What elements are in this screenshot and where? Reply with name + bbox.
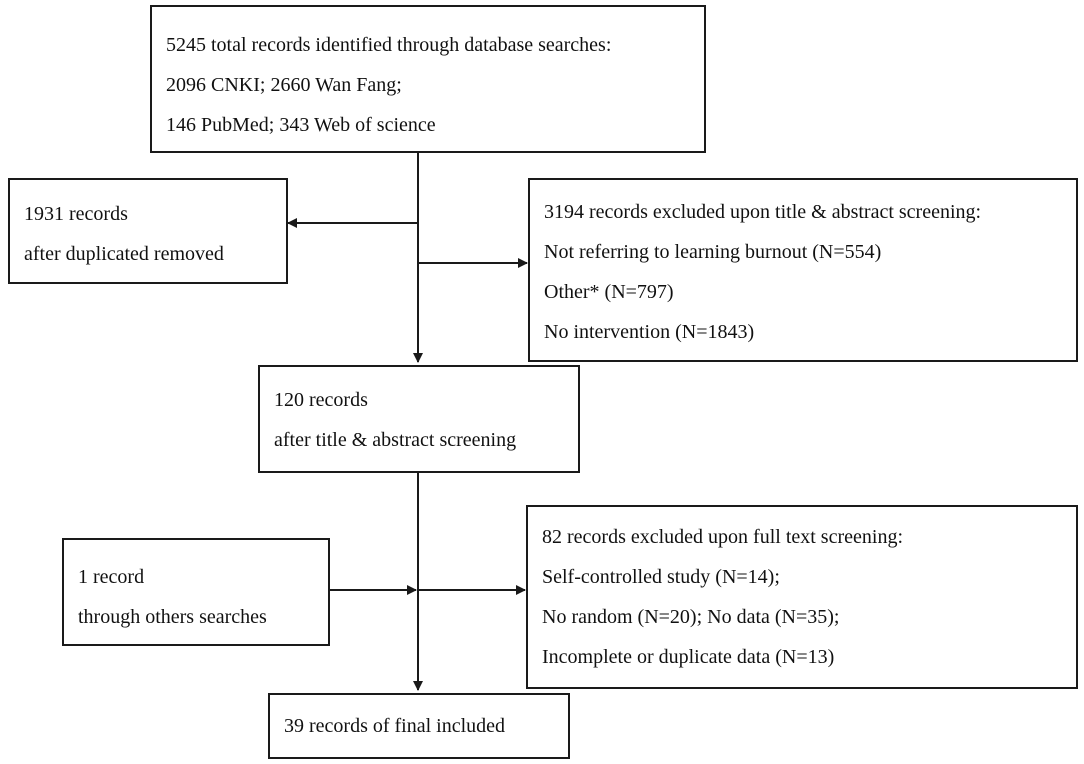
excluded-ft-line-4: Incomplete or duplicate data (N=13) xyxy=(542,646,835,668)
after-title-abstract-box: 120 records after title & abstract scree… xyxy=(258,365,580,473)
final-included-line: 39 records of final included xyxy=(284,715,506,737)
excluded-ft-line-1: 82 records excluded upon full text scree… xyxy=(542,526,903,548)
other-searches-line-1: 1 record xyxy=(78,566,145,588)
identified-line-2: 2096 CNKI; 2660 Wan Fang; xyxy=(166,74,402,96)
excluded-ft-line-3: No random (N=20); No data (N=35); xyxy=(542,606,840,628)
identified-line-3: 146 PubMed; 343 Web of science xyxy=(166,114,436,136)
excluded-ta-line-4: No intervention (N=1843) xyxy=(544,321,755,343)
after-ta-line-1: 120 records xyxy=(274,389,368,411)
other-searches-box: 1 record through others searches xyxy=(62,538,330,646)
deduplicated-records-box: 1931 records after duplicated removed xyxy=(8,178,288,284)
excluded-title-abstract-box: 3194 records excluded upon title & abstr… xyxy=(528,178,1078,362)
excluded-ta-line-3: Other* (N=797) xyxy=(544,281,674,303)
identified-records-box: 5245 total records identified through da… xyxy=(150,5,706,153)
deduplicated-line-1: 1931 records xyxy=(24,203,128,225)
excluded-ta-line-1: 3194 records excluded upon title & abstr… xyxy=(544,201,982,223)
excluded-ft-line-2: Self-controlled study (N=14); xyxy=(542,566,780,588)
other-searches-line-2: through others searches xyxy=(78,606,267,628)
final-included-box: 39 records of final included xyxy=(268,693,570,759)
identified-line-1: 5245 total records identified through da… xyxy=(166,34,612,56)
after-ta-line-2: after title & abstract screening xyxy=(274,429,517,451)
excluded-ta-line-2: Not referring to learning burnout (N=554… xyxy=(544,241,882,263)
excluded-full-text-box: 82 records excluded upon full text scree… xyxy=(526,505,1078,689)
deduplicated-line-2: after duplicated removed xyxy=(24,243,224,265)
